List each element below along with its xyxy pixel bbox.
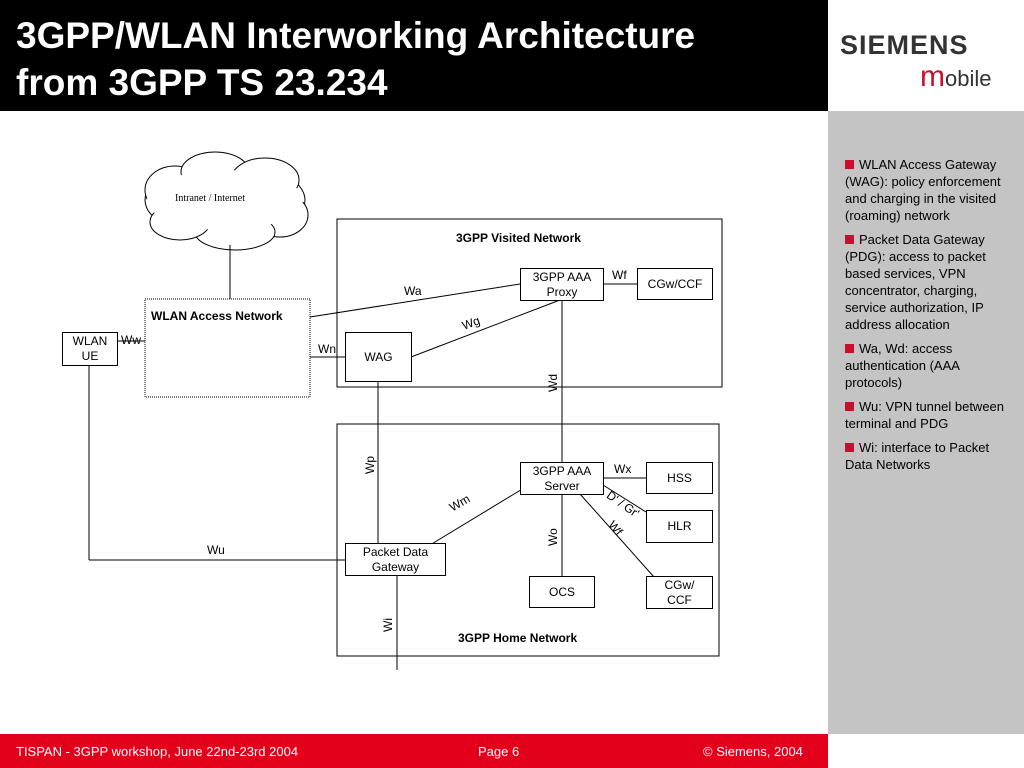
interface-wn-label: Wn (318, 342, 336, 356)
wlan-ue-box: WLAN UE (62, 332, 118, 366)
mobile-logo: mobile (920, 60, 991, 94)
wlan-ue-line1: WLAN (72, 334, 108, 348)
cgw-ccf-visited-label: CGw/CCF (647, 276, 703, 291)
mobile-logo-rest: obile (945, 66, 992, 91)
bullet-text: Wi: interface to Packet Data Networks (845, 440, 990, 472)
aaa-server-box: 3GPP AAA Server (520, 462, 604, 495)
aaa-proxy-box: 3GPP AAA Proxy (520, 268, 604, 301)
cgw-ccf-home-line2: CCF (667, 592, 692, 607)
title-line-2: from 3GPP TS 23.234 (16, 62, 388, 103)
sidebar (828, 111, 1024, 734)
wf-home-line (579, 493, 655, 578)
cloud-label: Intranet / Internet (175, 193, 245, 204)
wm-line (429, 487, 525, 546)
interface-wo-label: Wo (546, 528, 560, 546)
title-line-1: 3GPP/WLAN Interworking Architecture (16, 15, 696, 56)
pdg-line2: Gateway (371, 559, 420, 574)
wlan-access-network-label: WLAN Access Network (151, 309, 283, 323)
bullet-item: Wa, Wd: access authentication (AAA proto… (845, 340, 1010, 391)
bullet-list: WLAN Access Gateway (WAG): policy enforc… (845, 156, 1010, 480)
interface-wa-label: Wa (404, 284, 422, 298)
bullet-item: Packet Data Gateway (PDG): access to pac… (845, 231, 1010, 333)
interface-wf-visited-label: Wf (612, 268, 627, 282)
wlan-access-network-frame (144, 298, 311, 398)
interface-wp-label: Wp (363, 456, 377, 474)
bullet-text: WLAN Access Gateway (WAG): policy enforc… (845, 157, 1001, 223)
wg-line (410, 299, 561, 358)
cgw-ccf-home-line1: CGw/ (664, 577, 695, 592)
bullet-text: Wu: VPN tunnel between terminal and PDG (845, 399, 1005, 431)
mobile-logo-m: m (920, 60, 945, 93)
interface-wd-label: Wd (546, 374, 560, 392)
bullet-square-icon (845, 443, 854, 452)
slide-title: 3GPP/WLAN Interworking Architecture from… (16, 12, 695, 106)
bullet-item: Wu: VPN tunnel between terminal and PDG (845, 398, 1010, 432)
aaa-proxy-line1: 3GPP AAA (532, 269, 592, 284)
aaa-server-line2: Server (544, 478, 580, 493)
aaa-server-line1: 3GPP AAA (532, 463, 592, 478)
interface-wx-label: Wx (614, 462, 632, 476)
visited-network-frame (336, 218, 723, 388)
bullet-item: Wi: interface to Packet Data Networks (845, 439, 1010, 473)
cgw-ccf-home-box: CGw/ CCF (646, 576, 713, 609)
logo-area (828, 0, 1024, 111)
hss-label: HSS (667, 470, 692, 485)
interface-wi-label: Wi (381, 618, 395, 632)
bullet-square-icon (845, 402, 854, 411)
bullet-text: Wa, Wd: access authentication (AAA proto… (845, 341, 960, 390)
cgw-ccf-visited-box: CGw/CCF (637, 268, 713, 300)
wag-box: WAG (345, 332, 412, 382)
ocs-label: OCS (548, 584, 575, 599)
ocs-box: OCS (529, 576, 595, 608)
wag-label: WAG (364, 349, 393, 364)
wlan-ue-line2: UE (81, 349, 99, 363)
bullet-item: WLAN Access Gateway (WAG): policy enforc… (845, 156, 1010, 224)
bullet-square-icon (845, 235, 854, 244)
visited-network-label: 3GPP Visited Network (456, 231, 581, 245)
siemens-logo: SIEMENS (840, 30, 969, 60)
wa-line (309, 283, 521, 318)
home-network-label: 3GPP Home Network (458, 631, 578, 645)
interface-wu-label: Wu (207, 543, 225, 557)
pdg-box: Packet Data Gateway (345, 543, 446, 576)
bullet-square-icon (845, 344, 854, 353)
footer-copyright: © Siemens, 2004 (703, 744, 803, 759)
interface-ww-label: Ww (121, 333, 141, 347)
aaa-proxy-line2: Proxy (546, 284, 578, 299)
footer-event: TISPAN - 3GPP workshop, June 22nd-23rd 2… (16, 744, 299, 759)
hss-box: HSS (646, 462, 713, 494)
bullet-text: Packet Data Gateway (PDG): access to pac… (845, 232, 986, 332)
dgr-line (602, 484, 647, 513)
hlr-box: HLR (646, 510, 713, 543)
bullet-square-icon (845, 160, 854, 169)
cloud-shape (144, 151, 309, 251)
home-network-frame (336, 423, 720, 657)
hlr-label: HLR (667, 519, 692, 533)
header-bar (0, 0, 828, 111)
pdg-line1: Packet Data (362, 544, 429, 559)
architecture-diagram (88, 151, 723, 670)
footer-bar: TISPAN - 3GPP workshop, June 22nd-23rd 2… (0, 734, 828, 768)
footer-page-number: Page 6 (478, 744, 520, 759)
